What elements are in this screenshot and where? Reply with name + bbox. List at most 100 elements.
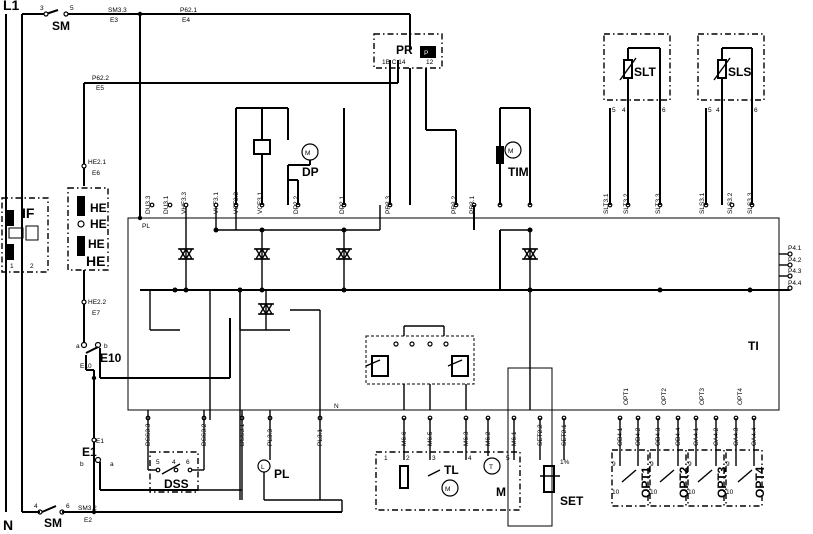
pl-label: PL xyxy=(274,467,289,481)
opt-1: 9 10 OPT1 xyxy=(611,418,653,507)
opt4-pin-9: 9 xyxy=(726,461,730,468)
conn-e4: E4 xyxy=(182,17,190,24)
heater-he: HE HE HE HE HE2.2 E7 xyxy=(67,187,109,345)
tim-label: TIM xyxy=(508,165,529,179)
tl-label: TL xyxy=(444,463,459,477)
opt2-pin-9: 9 xyxy=(650,461,654,468)
conn-sm33: SM3.3 xyxy=(108,7,127,14)
e1-conn: E1 xyxy=(96,438,104,445)
sensor-slt: SLT 5 4 6 xyxy=(603,33,671,205)
pr-pins2: 12 xyxy=(426,59,434,66)
opt-top-2: OPT2 xyxy=(661,388,668,405)
opt4-pin-10: 10 xyxy=(726,489,734,496)
sm-pin-6: 6 xyxy=(66,503,70,510)
filter-pin-1: 1 xyxy=(10,263,14,270)
pin-vcf31: VCF3.1 xyxy=(257,192,264,214)
switch-e1: E1 E1 b a xyxy=(80,437,198,491)
door-switch-dss: 5 4 6 DSS xyxy=(147,410,243,500)
switch-sm-top: 3 5 SM SM3.3 E3 P62.1 E4 xyxy=(40,5,411,218)
pilot-lamp-pl: L PL xyxy=(257,410,343,512)
e1-label: E1 xyxy=(82,445,97,459)
conn-e3: E3 xyxy=(110,17,118,24)
ti-n-mark: N xyxy=(334,403,339,410)
rail-l1-label: L1 xyxy=(3,0,20,13)
rails: L1 N xyxy=(3,0,46,533)
sls-label: SLS xyxy=(728,65,751,79)
pin-p44: P4.4 xyxy=(788,280,802,287)
pin-slt31: SLT3.1 xyxy=(603,193,610,214)
e10-label: E10 xyxy=(100,351,122,365)
e1-pin-b: b xyxy=(80,461,84,468)
dss-pin-5: 5 xyxy=(156,459,160,466)
opt1-pin-9: 9 xyxy=(612,461,616,468)
motor-block: 1 2 3 4 5 M TL T M xyxy=(375,418,521,511)
pr-sublabel: P xyxy=(424,50,428,57)
opt3-pin-9: 9 xyxy=(688,461,692,468)
pressure-switch-pr: PR P 1B C 14 12 xyxy=(373,33,457,205)
conn-e5: E5 xyxy=(96,85,104,92)
dss-label: DSS xyxy=(164,477,189,491)
valves-block xyxy=(365,325,475,410)
pin-p42: P4.2 xyxy=(788,257,802,264)
pin-p41: P4.1 xyxy=(788,245,802,252)
sls-pin-6: 6 xyxy=(754,107,758,114)
m-tl-sym: M xyxy=(445,486,450,493)
conn-p621: P62.1 xyxy=(180,7,197,14)
triacs xyxy=(178,247,538,316)
dp-sym: M xyxy=(305,150,310,157)
m-pin-1: 1 xyxy=(384,455,388,462)
sm-pin-3: 3 xyxy=(40,5,44,12)
slt-label: SLT xyxy=(634,65,656,79)
filter-pin-2: 2 xyxy=(30,263,34,270)
conn-e7: E7 xyxy=(92,310,100,317)
opt1-label: OPT1 xyxy=(639,466,653,498)
opt2-pin-10: 10 xyxy=(650,489,658,496)
m-sym: T xyxy=(489,464,493,471)
sm-pin-4: 4 xyxy=(34,503,38,510)
opt4-label: OPT4 xyxy=(753,466,767,498)
ti-module xyxy=(127,217,780,411)
opt-2: 9 10 OPT2 xyxy=(649,418,691,507)
opt-top-1: OPT1 xyxy=(623,388,630,405)
filter-label: IF xyxy=(22,205,35,221)
p62-line: P62.2 E5 HE2.1 E6 xyxy=(81,60,399,186)
he-element-1: HE xyxy=(90,201,107,215)
pl-sym: L xyxy=(261,464,265,471)
pin-p43: P4.3 xyxy=(788,268,802,275)
pr-pins: 1B C 14 xyxy=(382,59,406,66)
he-element-3: HE xyxy=(88,237,105,251)
pin-du33: DU3.3 xyxy=(145,195,152,214)
opt-3: 9 10 OPT3 xyxy=(687,418,729,507)
dss-pin-6: 6 xyxy=(186,459,190,466)
pin-du31: DU3.1 xyxy=(163,195,170,214)
set-label: SET xyxy=(560,494,584,508)
bottom-pin-dots xyxy=(145,415,757,421)
rail-n-label: N xyxy=(3,517,13,533)
sm-label-bottom: SM xyxy=(44,516,62,530)
e1-pin-a: a xyxy=(110,461,114,468)
bottom-pin-labels: DSS3.3 DSS3.2 DSS3.1 PL3.3 PL3.1 M6.6 M6… xyxy=(145,423,758,446)
slt-pin-6: 6 xyxy=(662,107,666,114)
tim-sym: M xyxy=(508,148,513,155)
pin-vhf33: VHF3.3 xyxy=(181,192,188,214)
sm-label-top: SM xyxy=(52,19,70,33)
conn-he22: HE2.2 xyxy=(88,299,106,306)
conn-p622: P62.2 xyxy=(92,75,109,82)
slt-pin-5: 5 xyxy=(612,107,616,114)
valves-dp: M DP xyxy=(235,107,345,205)
dss-pin-4: 4 xyxy=(172,459,176,466)
sls-pin-4: 4 xyxy=(716,107,720,114)
ti-label: TI xyxy=(748,339,759,353)
set-pin: 1% xyxy=(560,459,570,466)
ti-pl-mark: PL xyxy=(142,223,150,230)
e10-pin-a: a xyxy=(76,343,80,350)
set-potentiometer: 1% SET xyxy=(507,367,584,527)
m-pin-4: 4 xyxy=(468,455,472,462)
conn-e6: E6 xyxy=(92,170,100,177)
opt-top-labels: OPT1 OPT2 OPT3 OPT4 xyxy=(623,388,744,405)
conn-he21: HE2.1 xyxy=(88,159,106,166)
internal-wires xyxy=(137,205,753,500)
m-pin-2: 2 xyxy=(406,455,410,462)
opt3-label: OPT3 xyxy=(715,466,729,498)
